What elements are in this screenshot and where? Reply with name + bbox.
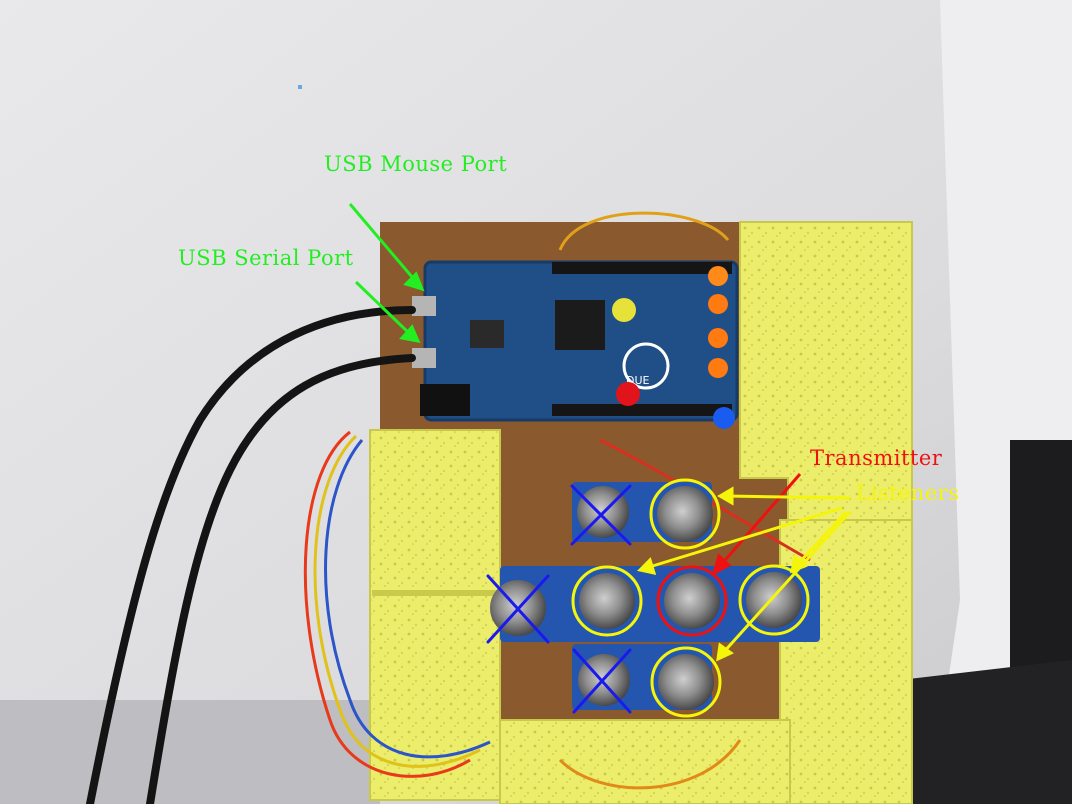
usb-serial-port-label: USB Serial Port xyxy=(178,246,354,270)
transmitter-arrow xyxy=(711,473,802,577)
dark-object-bottom-right xyxy=(900,660,1072,804)
transmitter-circle xyxy=(656,565,728,637)
usb-cables xyxy=(86,306,416,804)
red-button-cap xyxy=(616,382,640,406)
jumper-wires xyxy=(303,211,811,790)
listener-arrows xyxy=(636,486,852,662)
usb-mouse-port-label: USB Mouse Port xyxy=(324,152,508,176)
led-column xyxy=(612,266,735,429)
blue-button-cap xyxy=(713,407,735,429)
yellow-button-cap xyxy=(612,298,636,322)
sensor-transmitter xyxy=(664,573,720,629)
transmitter-label: Transmitter xyxy=(810,446,943,470)
arduino-due-board: DUE xyxy=(412,260,739,422)
listeners-label: Listeners xyxy=(856,481,960,505)
power-jack xyxy=(420,384,470,416)
sensor-listener-left xyxy=(579,573,635,629)
disabled-sensor-crosses xyxy=(486,484,632,714)
usb-mouse-port xyxy=(412,296,436,316)
stray-mark xyxy=(298,85,302,89)
sensor-listener-top xyxy=(657,486,713,542)
usb-serial-port xyxy=(412,348,436,368)
floor-shadow xyxy=(0,700,380,804)
green-arrows xyxy=(348,203,425,343)
sensor-listener-bottom xyxy=(658,654,714,710)
listener-circles xyxy=(571,478,810,718)
